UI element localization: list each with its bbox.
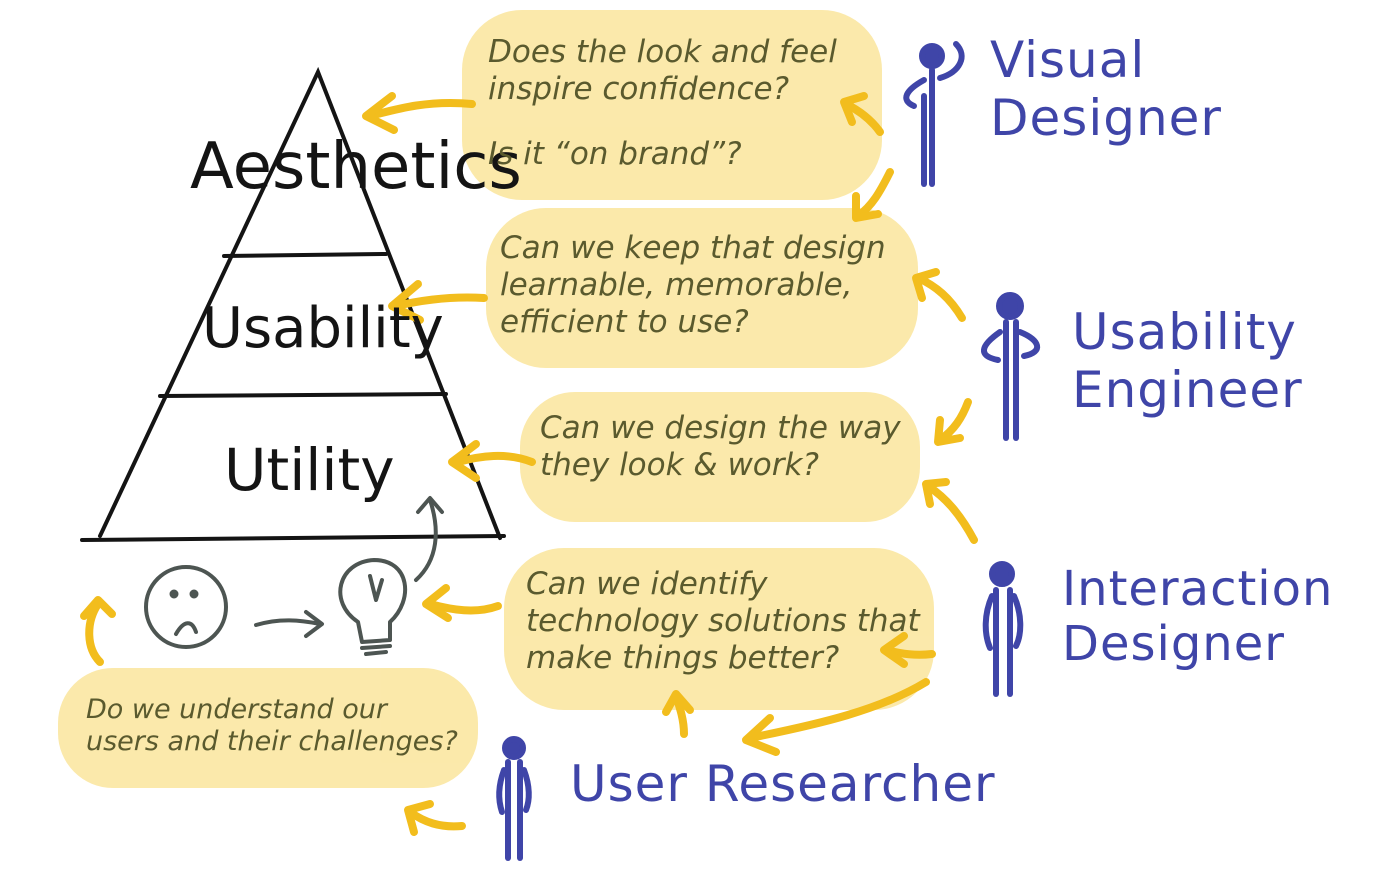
question-aesthetics-2: Is it “on brand”? <box>488 136 742 172</box>
arrow-interaction-to-researcher <box>742 678 930 756</box>
right-arrow-icon <box>254 610 324 638</box>
question-aesthetics-1: Does the look and feel inspire confidenc… <box>488 34 837 108</box>
tier-usability: Usability <box>202 296 444 361</box>
highlight-users <box>58 668 478 788</box>
sad-face-icon <box>144 565 228 649</box>
question-users: Do we understand our users and their cha… <box>86 694 458 758</box>
question-utility: Can we design the way they look & work? <box>540 410 901 484</box>
visual-designer-figure-icon <box>903 41 965 187</box>
role-interaction-designer: Interaction Designer <box>1062 561 1334 673</box>
pyramid-divider-bottom <box>158 392 448 398</box>
user-researcher-figure-icon <box>496 736 532 861</box>
interaction-designer-figure-icon <box>982 561 1024 697</box>
highlight-usability <box>486 208 918 368</box>
arrow-interaction-to-utility-q <box>922 478 978 544</box>
tier-aesthetics: Aesthetics <box>190 130 522 204</box>
arrow-researcher-to-technology-q <box>662 690 694 738</box>
question-usability: Can we keep that design learnable, memor… <box>500 230 886 341</box>
role-visual-designer: Visual Designer <box>990 31 1222 147</box>
lightbulb-icon <box>338 558 407 656</box>
tier-utility: Utility <box>224 436 395 504</box>
arrow-to-sad-face <box>80 596 116 666</box>
question-technology: Can we identify technology solutions tha… <box>526 566 920 677</box>
up-arrow-icon <box>414 496 444 582</box>
arrow-to-usability <box>388 280 488 324</box>
arrow-to-users-question <box>404 800 466 836</box>
highlight-aesthetics <box>462 10 882 200</box>
arrow-interaction-to-technology-q <box>880 632 936 668</box>
arrow-to-utility <box>448 440 536 482</box>
arrow-to-lightbulb <box>422 584 502 622</box>
highlight-technology <box>504 548 934 710</box>
arrow-visual-to-usability-q <box>852 168 894 222</box>
usability-engineer-figure-icon <box>981 292 1040 441</box>
arrow-visual-to-aesthetics-q <box>840 92 884 136</box>
highlight-utility <box>520 392 920 522</box>
role-user-researcher: User Researcher <box>570 755 996 813</box>
arrow-usability-to-usability-q <box>912 268 966 322</box>
pyramid-divider-top <box>222 252 388 258</box>
arrow-usability-to-utility-q <box>934 398 972 446</box>
role-usability-engineer: Usability Engineer <box>1072 303 1303 419</box>
pyramid-outline <box>98 66 502 540</box>
pyramid-base <box>80 534 506 542</box>
arrow-to-aesthetics <box>362 92 476 134</box>
